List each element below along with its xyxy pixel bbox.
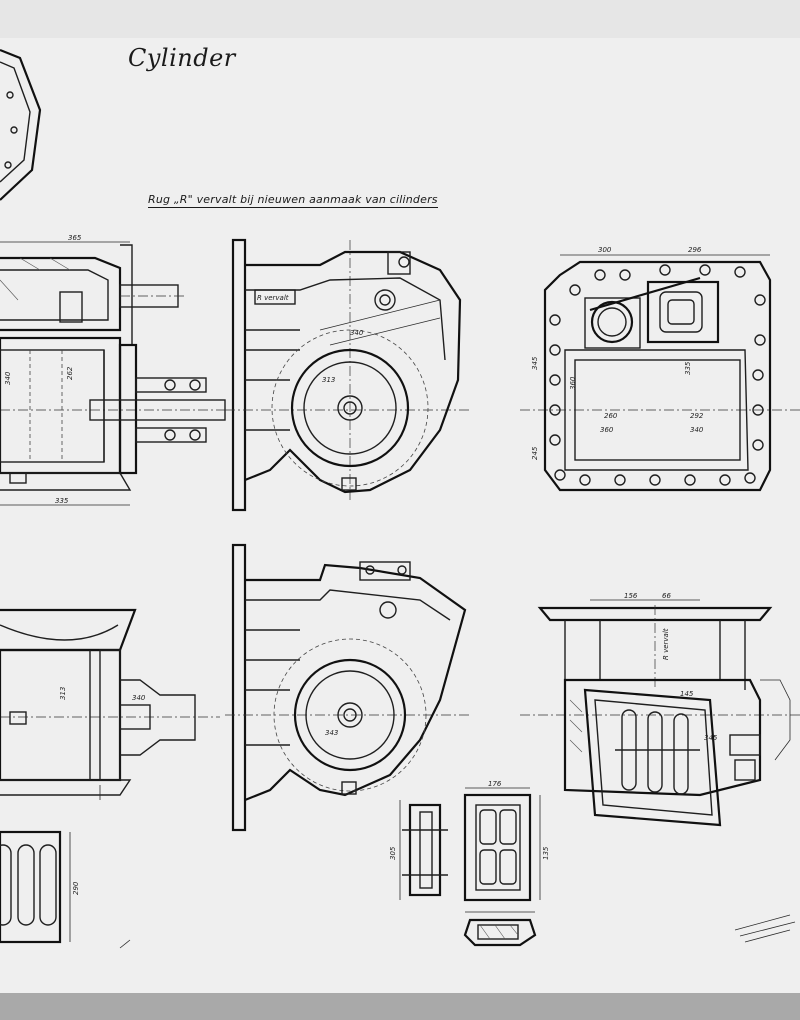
view-port-face-lower-left: 290 xyxy=(0,830,80,944)
dim-top-left-width: 365 xyxy=(68,234,82,242)
view-longitudinal-section-top: 365 340 262 335 xyxy=(0,234,226,506)
svg-text:340: 340 xyxy=(4,371,12,385)
scan-artifacts xyxy=(119,914,796,949)
callout-r-vervalt: R vervalt xyxy=(257,294,289,302)
dim-front-top-b: 296 xyxy=(688,246,702,254)
view-side-elevation-top: R vervalt 340 313 xyxy=(225,238,470,512)
dim-front-side-a: 345 xyxy=(531,356,539,370)
view-port-detail-plan xyxy=(463,911,537,947)
partial-flange-top-left xyxy=(0,48,42,201)
dim-lower-side: 145 xyxy=(680,690,694,698)
svg-text:R vervalt: R vervalt xyxy=(662,628,670,660)
dim-front-inner: 260 xyxy=(604,412,618,420)
view-section-lower-right: 156 66 R vervalt 145 345 xyxy=(520,592,800,827)
svg-text:340: 340 xyxy=(132,694,146,702)
view-side-elevation-lower: 343 xyxy=(225,543,470,832)
scan-bottom-strip xyxy=(0,993,800,1020)
dim-lower-height: 313 xyxy=(59,687,67,700)
svg-text:305: 305 xyxy=(389,846,397,860)
svg-text:360: 360 xyxy=(569,376,577,390)
dim-lower-top-b: 66 xyxy=(662,592,671,600)
dim-port-height: 135 xyxy=(542,846,550,860)
drawing-title: Cylinder xyxy=(128,44,236,72)
scan-top-strip xyxy=(0,0,800,38)
view-front-end-top: 300 296 345 245 xyxy=(520,246,800,492)
dim-front-side-b: 245 xyxy=(531,446,539,460)
dim-front-inner-c: 292 xyxy=(690,412,704,420)
svg-text:340: 340 xyxy=(350,329,364,337)
svg-text:335: 335 xyxy=(684,361,692,375)
dim-port-side: 290 xyxy=(72,881,80,895)
dim-front-inner-b: 360 xyxy=(600,426,614,434)
dim-bottom-left-width: 335 xyxy=(55,497,69,505)
svg-text:343: 343 xyxy=(325,729,338,737)
drawing-note: Rug „R" vervalt bij nieuwen aanmaak van … xyxy=(148,193,438,208)
front-flange-bolts xyxy=(549,264,766,486)
dim-front-inner-d: 340 xyxy=(690,426,704,434)
view-section-lower-left: 313 340 xyxy=(0,608,220,800)
dim-port-width: 176 xyxy=(488,780,502,788)
view-port-detail-face: 176 135 xyxy=(463,780,550,902)
svg-text:313: 313 xyxy=(322,376,335,384)
view-port-detail-side: 305 xyxy=(389,800,448,900)
dim-lower-top-a: 156 xyxy=(624,592,638,600)
dim-front-top-a: 300 xyxy=(598,246,612,254)
svg-text:345: 345 xyxy=(704,734,718,742)
svg-text:262: 262 xyxy=(66,366,74,380)
